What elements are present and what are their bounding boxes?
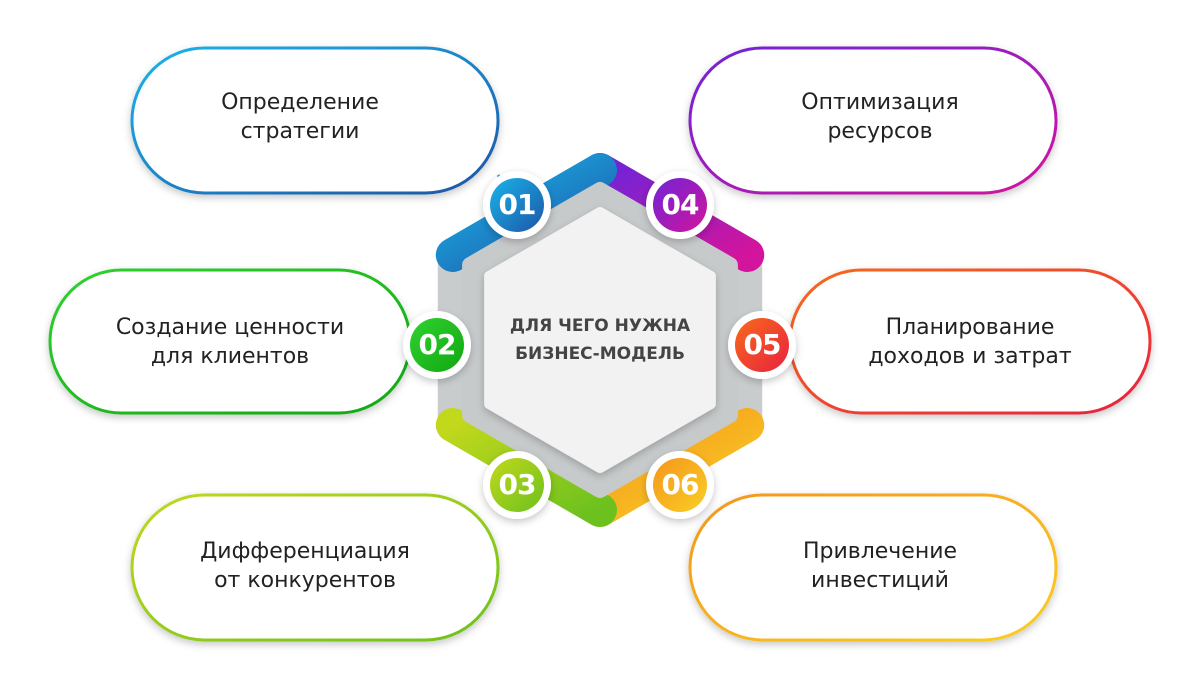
label-line: для клиентов [150, 344, 310, 369]
item-label-02: Создание ценности для клиентов [80, 313, 380, 371]
badge-circle [490, 178, 544, 232]
label-line: доходов и затрат [868, 344, 1072, 369]
label-line: Оптимизация [801, 90, 959, 115]
item-label-03: Дифференциация от конкурентов [160, 537, 450, 595]
badge-circle [735, 318, 789, 372]
number-badge-02: 02 [418, 328, 457, 361]
pill-box-01 [130, 46, 500, 195]
badge-circle [410, 318, 464, 372]
item-label-06: Привлечение инвестиций [740, 537, 1020, 595]
pill-box-03 [130, 493, 500, 642]
label-line: Планирование [885, 315, 1055, 340]
label-line: от конкурентов [214, 568, 396, 593]
label-line: ресурсов [827, 119, 933, 144]
badge-circle [653, 178, 707, 232]
item-label-01: Определение стратегии [160, 88, 440, 146]
item-label-04: Оптимизация ресурсов [740, 88, 1020, 146]
label-line: инвестиций [811, 568, 949, 593]
number-badge-01: 01 [498, 188, 537, 221]
badge-circle [490, 458, 544, 512]
hexagon-center [484, 207, 716, 473]
center-title: ДЛЯ ЧЕГО НУЖНА БИЗНЕС-МОДЕЛЬ [490, 312, 710, 368]
label-line: Привлечение [802, 539, 958, 564]
number-badge-05: 05 [743, 328, 782, 361]
center-title-line-1: ДЛЯ ЧЕГО НУЖНА [509, 316, 691, 336]
item-label-05: Планирование доходов и затрат [820, 313, 1120, 371]
label-line: Дифференциация [200, 539, 410, 564]
label-line: Создание ценности [115, 315, 345, 340]
number-badge-04: 04 [661, 188, 700, 221]
number-badge-06: 06 [661, 468, 700, 501]
pill-box-04 [688, 46, 1058, 195]
badge-circle [653, 458, 707, 512]
pill-box-06 [688, 493, 1058, 642]
label-line: стратегии [240, 119, 360, 144]
center-title-line-2: БИЗНЕС-МОДЕЛЬ [515, 344, 685, 364]
number-badge-03: 03 [498, 468, 537, 501]
label-line: Определение [221, 90, 379, 115]
